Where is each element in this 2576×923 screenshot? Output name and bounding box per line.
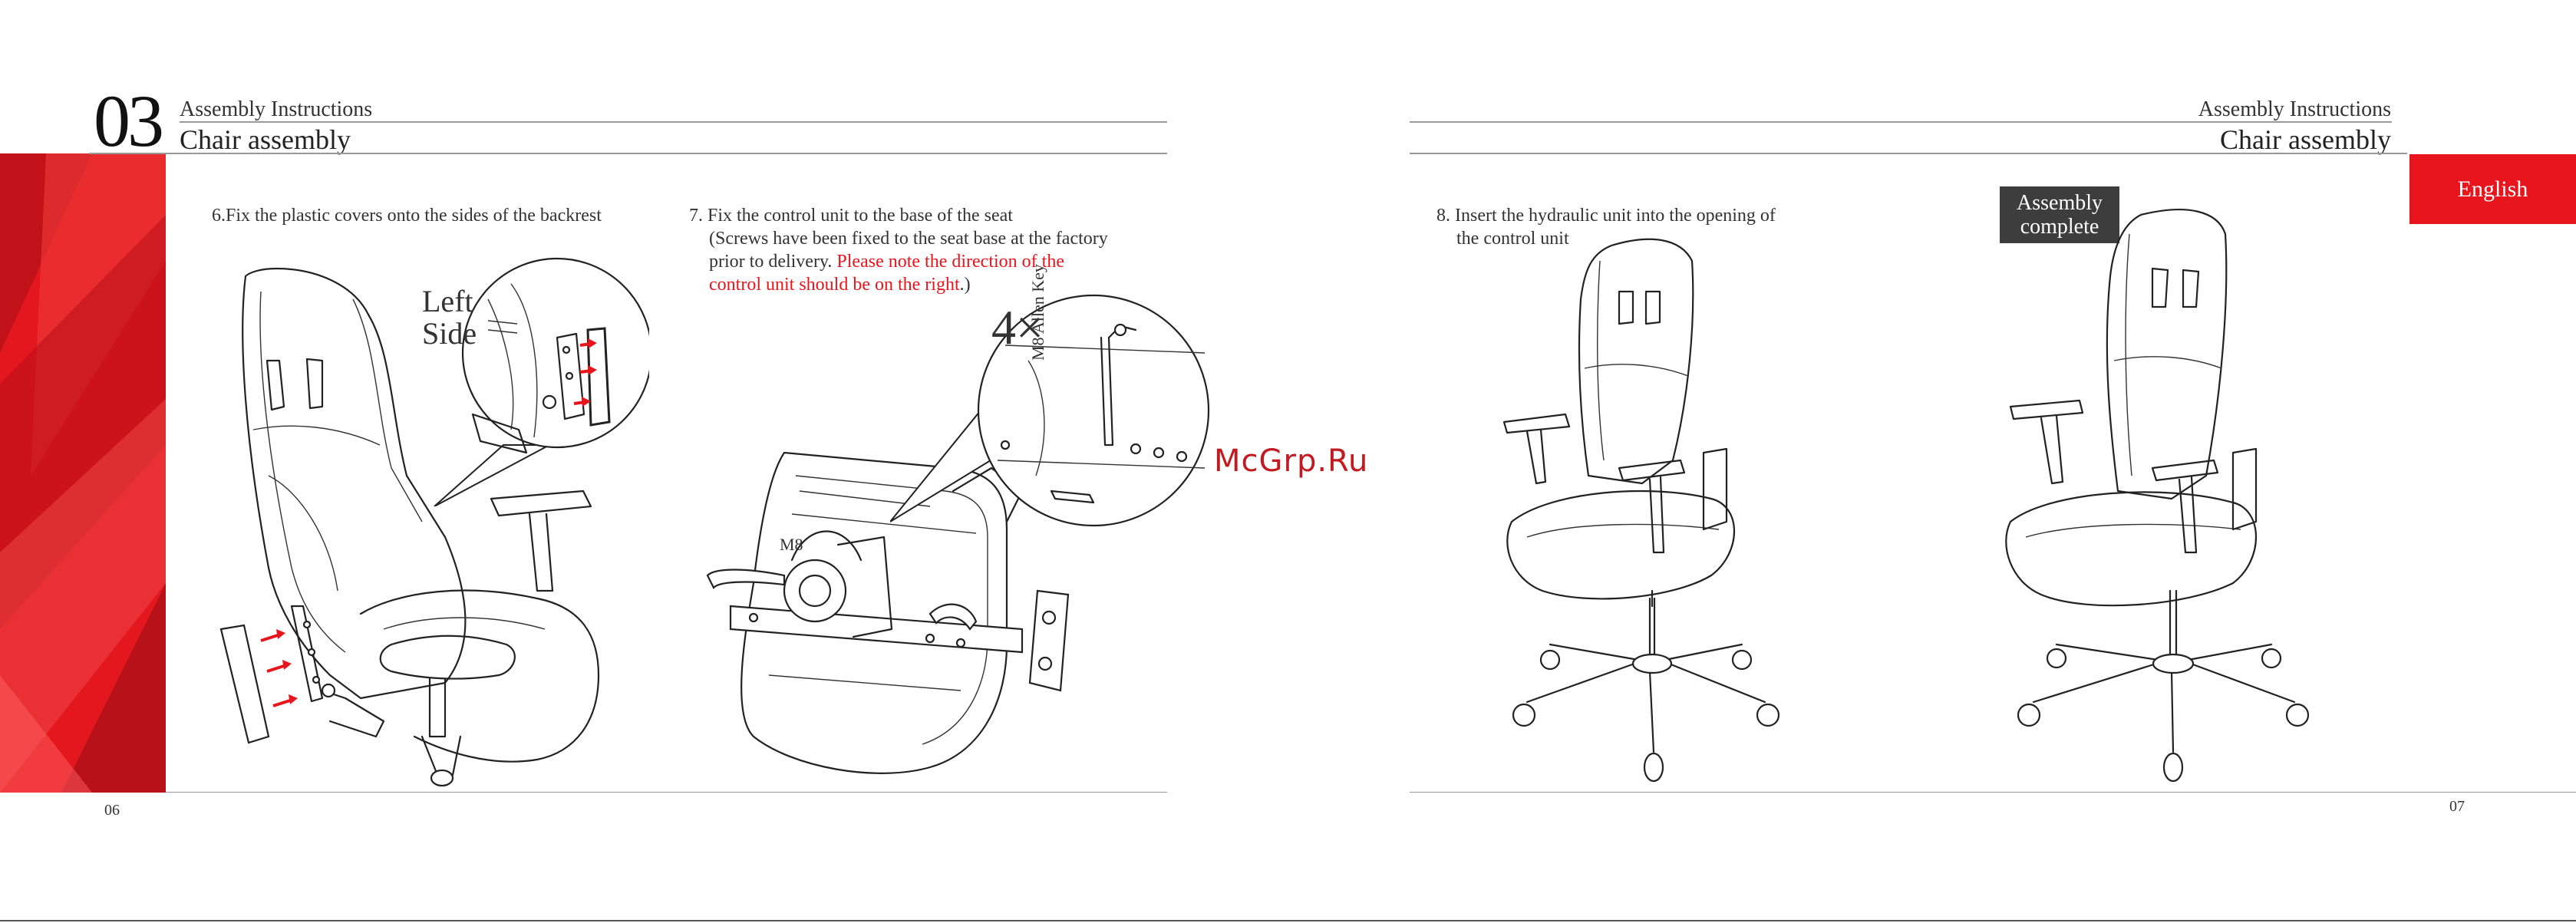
step8-line2: the control unit	[1456, 229, 1569, 249]
bottom-border	[0, 920, 2576, 921]
step7-callout-magnifier	[890, 294, 1210, 527]
step7-instruction: 7. Fix the control unit to the base of t…	[689, 204, 1180, 296]
page-title-right: Chair assembly	[2220, 124, 2391, 155]
badge-line2: complete	[2020, 215, 2099, 239]
header-small-right: Assembly Instructions	[2198, 97, 2391, 121]
step7-line4a: control unit should be on the right	[709, 275, 960, 295]
header-small-left: Assembly Instructions	[180, 97, 373, 121]
step8-line1: 8. Insert the hydraulic unit into the op…	[1436, 206, 1776, 226]
header-rule-top-left	[180, 121, 1167, 123]
page-number-right: 07	[2449, 798, 2465, 815]
step7-line4b: .)	[959, 275, 971, 295]
step7-line1: 7. Fix the control unit to the base of t…	[689, 206, 1013, 226]
step6-callout-text: Left Side	[422, 285, 477, 350]
section-number: 03	[94, 80, 164, 162]
language-tab: English	[2409, 154, 2576, 224]
page-title-left: Chair assembly	[180, 124, 351, 155]
step6-instruction: 6.Fix the plastic covers onto the sides …	[212, 206, 602, 226]
decorative-red-band	[0, 153, 166, 793]
step7-line3a: prior to delivery.	[709, 252, 837, 272]
step6-callout-magnifier	[434, 257, 649, 506]
page-number-left: 06	[104, 802, 120, 819]
step7-screw-count: 4×	[991, 300, 1044, 354]
step7-seat-control-illustration	[706, 451, 1070, 774]
callout-left-label: Left	[422, 284, 473, 318]
header-rule-top-right	[1410, 121, 2392, 123]
header-rule-bottom-right	[1410, 153, 2407, 154]
badge-line1: Assembly	[2017, 191, 2103, 215]
step7-bolt-label: M8	[780, 535, 803, 554]
watermark: McGrp.Ru	[1214, 443, 1369, 479]
callout-side-label: Side	[422, 316, 477, 351]
footer-rule-left	[166, 792, 1167, 793]
header-rule-bottom-left	[89, 153, 1167, 154]
step8-chair-illustration	[1502, 238, 1780, 783]
completed-chair-illustration	[2005, 209, 2310, 783]
step7-line3b: Please note the direction of the	[836, 252, 1064, 272]
step6-chair-illustration	[219, 267, 600, 787]
assembly-complete-badge: Assembly complete	[2000, 186, 2119, 243]
step7-line2: (Screws have been fixed to the seat base…	[709, 229, 1108, 249]
footer-rule-right	[1410, 792, 2576, 793]
step8-instruction: 8. Insert the hydraulic unit into the op…	[1436, 204, 1776, 250]
step7-tool-label: M8 Allen Key	[1028, 264, 1047, 361]
